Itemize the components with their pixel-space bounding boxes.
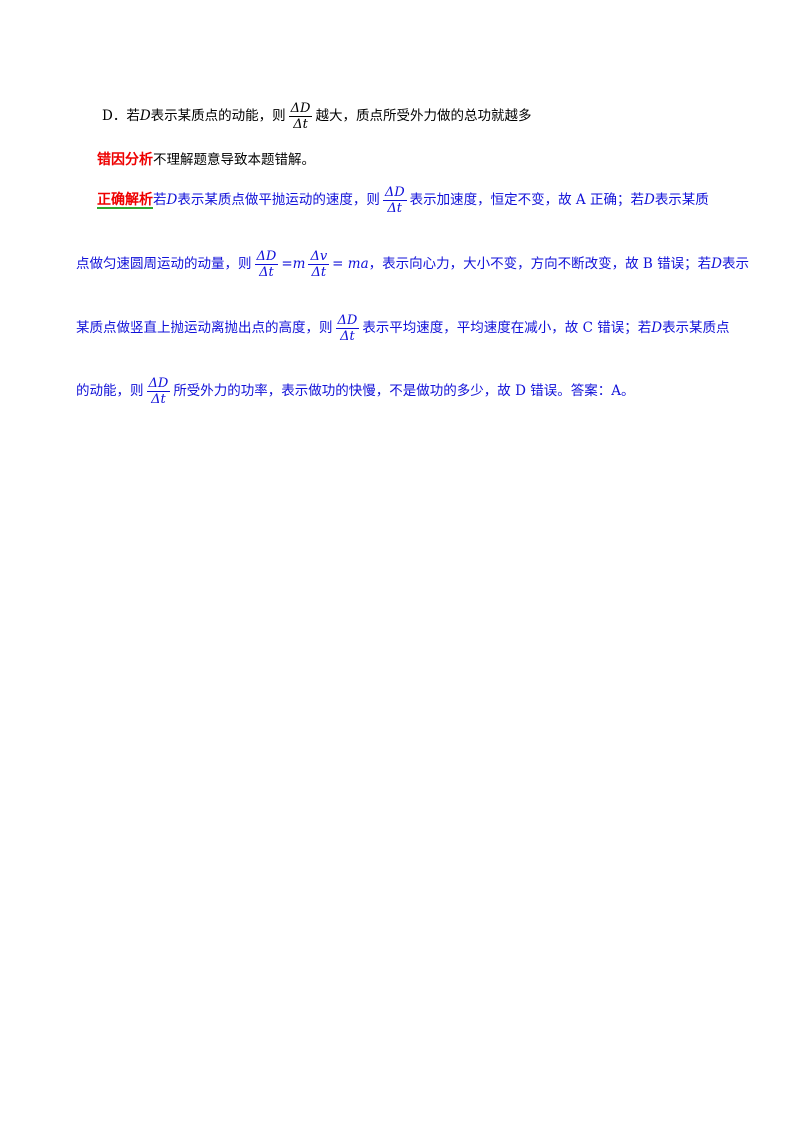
math-expression: =m — [281, 256, 306, 272]
text-segment: 表示加速度，恒定不变，故 A 正确；若 — [409, 192, 644, 208]
fraction-numerator: ΔD — [382, 185, 407, 201]
text-segment: 表示平均速度，平均速度在减小，故 C 错误；若 — [362, 320, 652, 336]
error-analysis-line: 错因分析不理解题意导致本题错解。 — [97, 150, 740, 170]
text-segment: 若 — [153, 192, 167, 208]
fraction-denominator: Δt — [340, 329, 355, 344]
text-segment: ，表示向心力，大小不变，方向不断改变，故 B 错误；若 — [368, 256, 712, 272]
math-var: D — [711, 256, 722, 272]
correct-analysis-heading: 正确解析 — [97, 192, 153, 208]
math-var: D — [166, 192, 178, 208]
fraction-denominator: Δt — [311, 265, 327, 280]
text-segment: 所受外力的功率，表示做功的快慢，不是做功的多少，故 D 错误。答案：A。 — [173, 383, 635, 399]
option-d-var: D — [139, 108, 151, 124]
text-segment: 点做匀速圆周运动的动量，则 — [76, 256, 252, 272]
text-segment: 表示某质点做平抛运动的速度，则 — [177, 192, 380, 208]
fraction-numerator: ΔD — [288, 101, 313, 117]
fraction-numerator: ΔD — [146, 376, 171, 392]
fraction-denominator: Δt — [387, 201, 403, 216]
option-d-prefix: D．若 — [102, 108, 140, 124]
option-d-mid: 表示某质点的动能，则 — [150, 108, 286, 124]
error-analysis-heading: 错因分析 — [97, 152, 153, 168]
text-segment: 表示某质点 — [662, 320, 730, 336]
option-d-suffix: 越大，质点所受外力做的总功就越多 — [315, 108, 532, 124]
math-var: D — [643, 192, 655, 208]
text-segment: 表示某质 — [654, 192, 709, 208]
text-segment: 的动能，则 — [76, 383, 144, 399]
fraction-numerator: Δv — [308, 249, 330, 265]
text-segment: 某质点做竖直上抛运动离抛出点的高度，则 — [76, 320, 333, 336]
fraction-denominator: Δt — [259, 265, 274, 280]
math-var: D — [651, 320, 663, 336]
text-segment: 表示 — [721, 256, 749, 272]
fraction-numerator: ΔD — [335, 313, 360, 329]
error-analysis-text: 不理解题意导致本题错解。 — [153, 152, 315, 168]
fraction-denominator: Δt — [151, 392, 166, 407]
fraction-denominator: Δt — [293, 117, 308, 132]
math-expression: = ma — [332, 256, 369, 272]
fraction-numerator: ΔD — [254, 249, 279, 265]
